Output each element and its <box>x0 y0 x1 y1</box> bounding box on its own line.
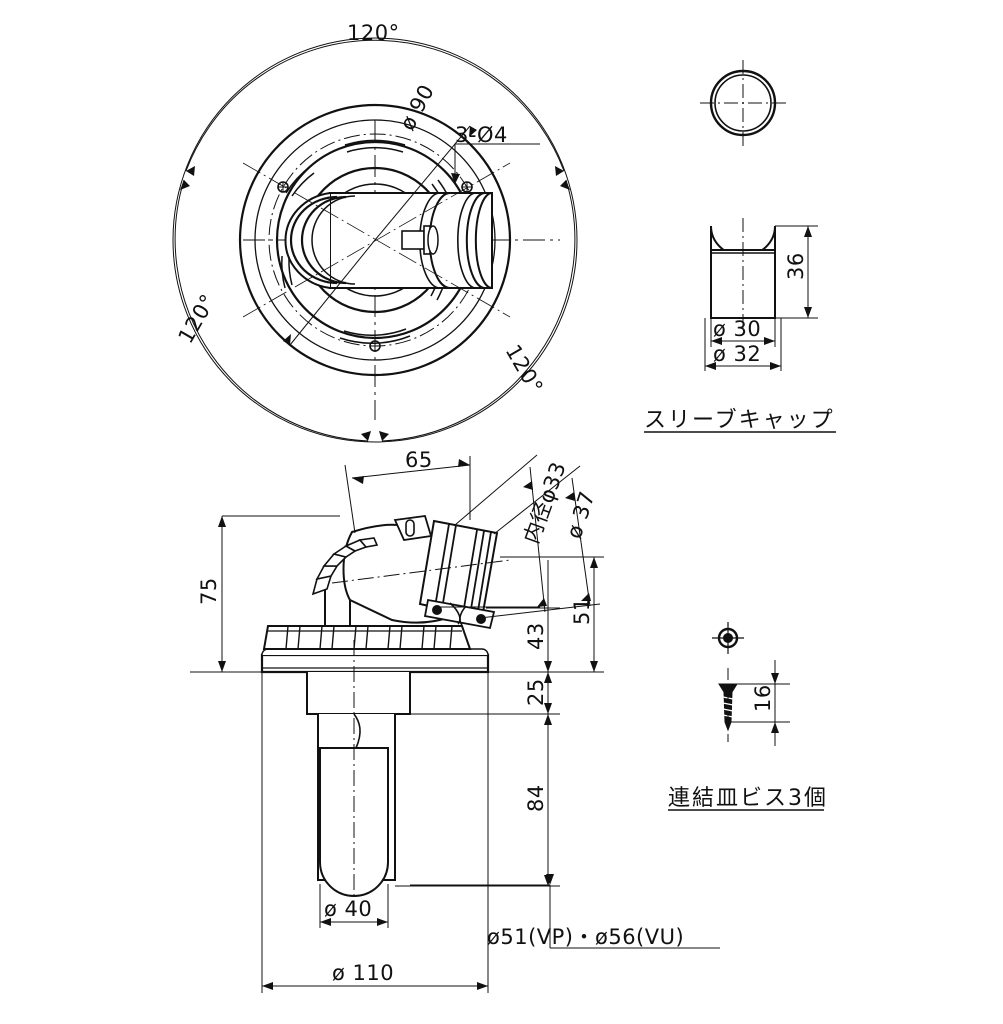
dim-phi37 <box>479 465 601 619</box>
screw-group: 16 連結皿ビス3個 <box>668 622 828 811</box>
nozzle-assembly-side <box>311 515 511 630</box>
screw-length-dim <box>731 660 790 746</box>
nozzle-top <box>284 192 493 289</box>
sleeve-cap-outer-dia-dim <box>704 318 782 371</box>
hole-count-label: 3-Ø4 <box>455 123 508 147</box>
sleeve-cap-front <box>710 218 776 328</box>
phi90-leader <box>283 125 477 346</box>
pipe-spec-label: ø51(VP)・ø56(VU) <box>487 925 684 949</box>
hole-center-rays <box>242 162 511 318</box>
sleeve-cap-phi32-label: ø 32 <box>713 342 761 366</box>
screw-16-label: 16 <box>751 684 775 712</box>
sleeve-cap-inner-ring <box>714 74 772 132</box>
bellows-section <box>311 537 379 596</box>
mounting-holes <box>277 181 473 352</box>
dim-43-label: 43 <box>524 622 548 650</box>
dim-65-label: 65 <box>405 448 433 472</box>
angle-arcs <box>174 39 576 442</box>
dim-inner33 <box>440 454 547 613</box>
sleeve-cap-36-label: 36 <box>784 252 808 280</box>
angle-label-top: 120° <box>347 21 400 45</box>
screw-head-crosslines <box>712 622 744 654</box>
dim-51-label: 51 <box>570 597 594 625</box>
dim-phi40 <box>319 884 389 928</box>
sleeve-cap-top-centerlines <box>700 60 786 146</box>
sleeve-cap-inner-dia-dim <box>710 318 776 347</box>
dim-75-label: 75 <box>197 577 221 605</box>
sleeve-cap-height-dim <box>775 225 818 319</box>
dim-75 <box>190 515 340 673</box>
hole-callout-leader <box>451 143 540 184</box>
sleeve-cap-caption: スリーブキャップ <box>644 408 835 433</box>
dim-25-label: 25 <box>524 678 548 706</box>
sleeve-cap-group: 36 ø 30 ø 32 スリーブキャップ <box>644 60 836 433</box>
screw-caption: 連結皿ビス3個 <box>668 786 828 811</box>
dim-84-label: 84 <box>524 784 548 812</box>
pipe-spec-leader <box>410 874 720 949</box>
dim-65 <box>344 456 471 534</box>
outer-reference-circle <box>172 37 578 443</box>
dim-phi110 <box>261 672 489 993</box>
side-view-group: 65 内径φ33 ø 37 51 <box>190 448 720 993</box>
dim-phi110-label: ø 110 <box>332 961 394 985</box>
lower-body <box>306 640 411 900</box>
dim-phi40-label: ø 40 <box>324 897 372 921</box>
knurled-collar <box>262 625 472 650</box>
sleeve-cap-phi30-label: ø 30 <box>713 317 761 341</box>
flange-plate <box>260 648 490 674</box>
